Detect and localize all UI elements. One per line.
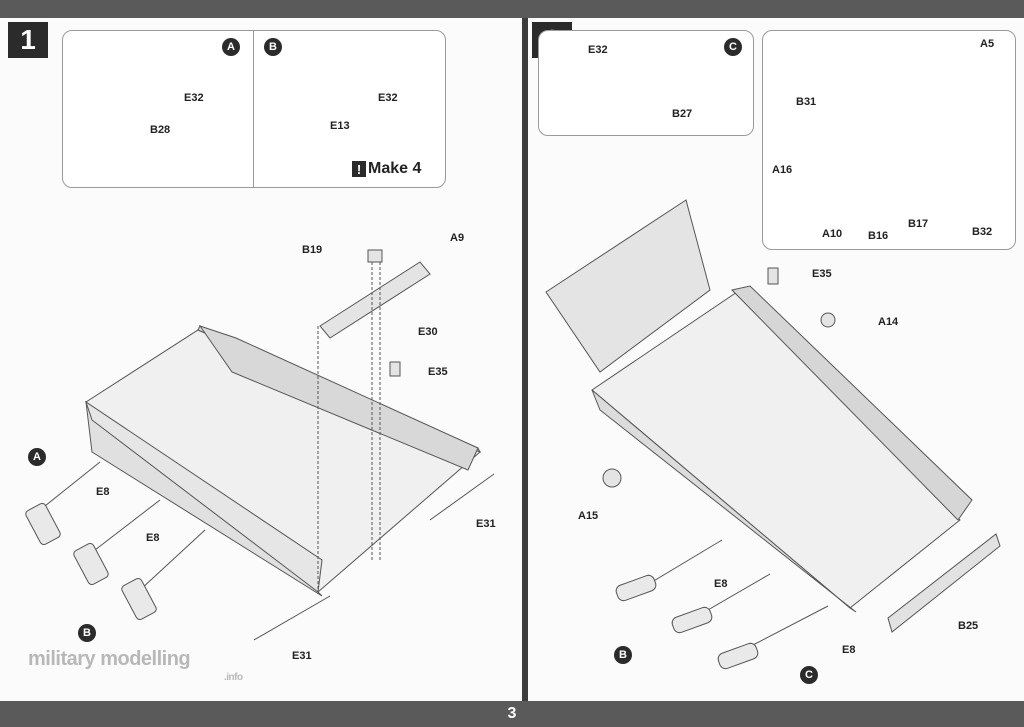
label-a5: A5 bbox=[980, 38, 995, 50]
label-a10: A10 bbox=[822, 228, 843, 240]
marker-c: C bbox=[724, 38, 742, 56]
label-b28: B28 bbox=[150, 124, 171, 136]
label-a16: A16 bbox=[772, 164, 793, 176]
label-e32-c: E32 bbox=[588, 44, 608, 56]
marker-a-main: A bbox=[28, 448, 46, 466]
label-b17: B17 bbox=[908, 218, 929, 230]
marker-b: B bbox=[264, 38, 282, 56]
callout-c bbox=[538, 30, 754, 136]
label-b19: B19 bbox=[302, 244, 323, 256]
label-e31-1: E31 bbox=[476, 518, 496, 530]
detail-callout bbox=[762, 30, 1016, 250]
make-4-note: ! Make 4 bbox=[352, 160, 421, 178]
label-e32-b: E32 bbox=[378, 92, 398, 104]
label-a14: A14 bbox=[878, 316, 899, 328]
callout-divider bbox=[253, 31, 254, 187]
callout-a-b bbox=[62, 30, 446, 188]
make-4-text: Make 4 bbox=[368, 160, 422, 177]
marker-b-main: B bbox=[78, 624, 96, 642]
label-e13: E13 bbox=[330, 120, 350, 132]
marker-c-step2: C bbox=[800, 666, 818, 684]
label-e8-3: E8 bbox=[714, 578, 728, 590]
step-1-badge: 1 bbox=[8, 22, 48, 58]
label-b32: B32 bbox=[972, 226, 993, 238]
label-b31: B31 bbox=[796, 96, 817, 108]
label-e32-a: E32 bbox=[184, 92, 204, 104]
label-e35-step1: E35 bbox=[428, 366, 448, 378]
watermark-text: military modelling bbox=[28, 648, 191, 670]
watermark: military modelling .info bbox=[28, 648, 243, 683]
label-a15: A15 bbox=[578, 510, 599, 522]
watermark-sub: .info bbox=[224, 672, 243, 683]
label-e31-2: E31 bbox=[292, 650, 312, 662]
page-gutter bbox=[522, 18, 528, 701]
label-e8-1: E8 bbox=[96, 486, 110, 498]
page-number: 3 bbox=[507, 705, 517, 722]
label-b16: B16 bbox=[868, 230, 889, 242]
label-e8-4: E8 bbox=[842, 644, 856, 656]
marker-a: A bbox=[222, 38, 240, 56]
label-e30: E30 bbox=[418, 326, 438, 338]
label-e35-step2: E35 bbox=[812, 268, 832, 280]
warning-icon: ! bbox=[352, 161, 366, 177]
marker-b-step2: B bbox=[614, 646, 632, 664]
label-b27: B27 bbox=[672, 108, 693, 120]
label-b25: B25 bbox=[958, 620, 979, 632]
label-a9: A9 bbox=[450, 232, 465, 244]
label-e8-2: E8 bbox=[146, 532, 160, 544]
